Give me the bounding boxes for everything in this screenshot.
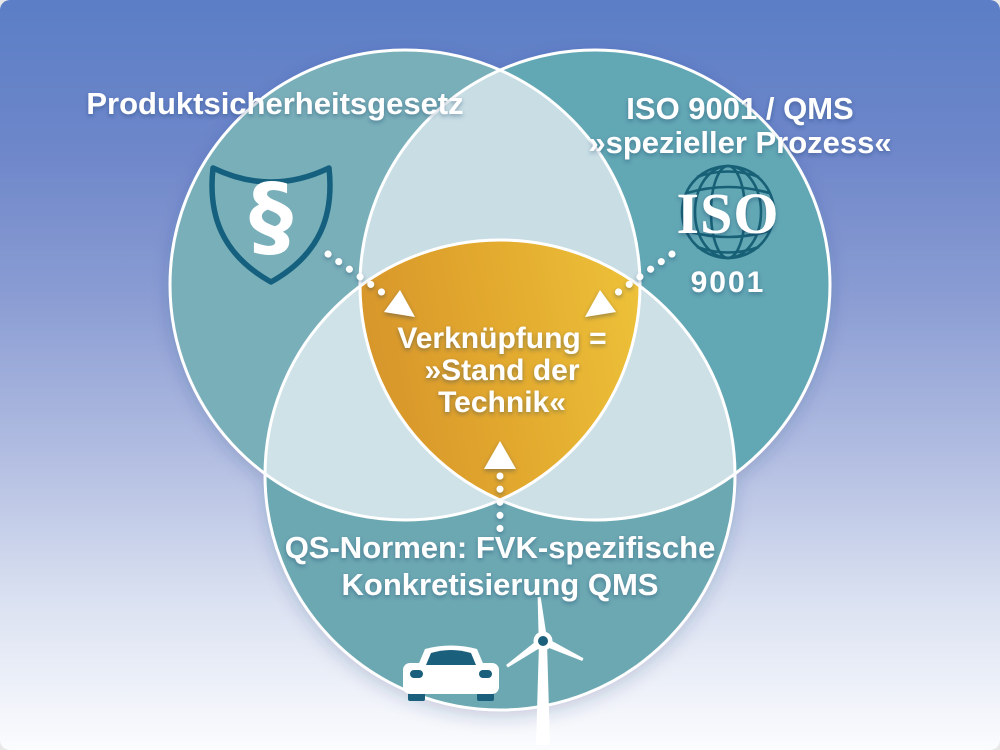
connector-top-right <box>585 250 676 317</box>
iso-logo-text: ISO <box>677 181 780 246</box>
connector-bottom <box>484 441 516 540</box>
arrow-icon <box>384 290 415 317</box>
dotted-line <box>324 250 394 302</box>
paragraph-shield-icon: § <box>209 165 333 285</box>
car-icon <box>403 645 499 701</box>
arrow-icon <box>585 290 616 317</box>
label-top-right-circle-line1: ISO 9001 / QMS <box>626 91 853 126</box>
connector-top-left <box>324 250 415 317</box>
label-top-left-circle: Produktsicherheitsgesetz <box>86 86 463 121</box>
shield-outline <box>209 165 333 285</box>
label-center-line2: »Stand der <box>424 354 579 387</box>
venn-circle-outlines <box>168 48 832 712</box>
arrow-icon <box>484 441 516 469</box>
wind-turbine-icon <box>506 597 584 745</box>
label-center-line3: Technik« <box>438 386 566 419</box>
paragraph-symbol: § <box>249 165 293 268</box>
dotted-line <box>606 250 676 302</box>
label-center-line1: Verknüpfung = <box>397 322 606 355</box>
label-bottom-circle-line1: QS-Normen: FVK-spezifische <box>285 530 716 565</box>
label-top-right-circle-line2: »spezieller Prozess« <box>588 125 891 160</box>
iso-logo-number: 9001 <box>691 266 766 299</box>
iso-globe-icon <box>680 164 776 260</box>
label-bottom-circle-line2: Konkretisierung QMS <box>342 567 659 602</box>
